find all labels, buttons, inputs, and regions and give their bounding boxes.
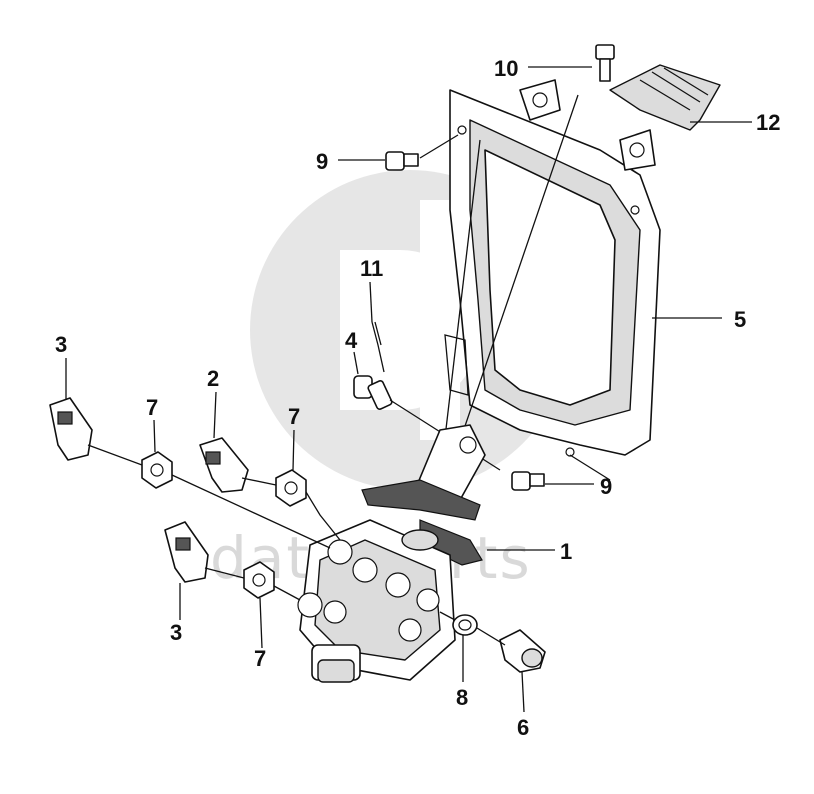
callout-7-c: 7 — [254, 646, 266, 671]
callout-4: 4 — [345, 328, 358, 353]
part-1-valve — [297, 479, 483, 683]
part-2-elbow — [199, 437, 249, 493]
callout-7-b: 7 — [288, 404, 300, 429]
callout-12: 12 — [756, 110, 780, 135]
part-3-elbow-lower — [164, 521, 209, 583]
callout-5: 5 — [734, 307, 746, 332]
part-9-bolt-lower — [511, 471, 545, 491]
callout-3-lower: 3 — [170, 620, 182, 645]
part-9-bolt-upper — [385, 151, 419, 171]
part-7-nut-b — [275, 469, 307, 507]
callout-3-upper: 3 — [55, 332, 67, 357]
callout-7-a: 7 — [146, 395, 158, 420]
part-10-bolt — [595, 44, 615, 82]
callout-6: 6 — [517, 715, 529, 740]
part-4-clevis-pin — [353, 375, 393, 410]
callout-11: 11 — [360, 256, 383, 281]
part-6-connector — [499, 629, 546, 673]
part-5-bracket — [444, 79, 661, 457]
part-12-plate — [609, 64, 721, 131]
part-7-nut-c — [243, 561, 275, 599]
part-7-nut-a — [141, 451, 173, 489]
connection-lines — [87, 444, 506, 646]
callout-10: 10 — [494, 56, 518, 81]
callout-8: 8 — [456, 685, 468, 710]
part-3-elbow-upper — [49, 397, 93, 461]
callout-1: 1 — [560, 539, 572, 564]
callout-9-lower: 9 — [600, 474, 612, 499]
callout-9-upper: 9 — [316, 149, 328, 174]
callout-labels: 10 12 9 5 11 4 3 2 7 7 9 1 3 7 8 6 — [55, 56, 780, 740]
part-11-pin — [371, 321, 385, 373]
callout-2: 2 — [207, 366, 219, 391]
leader-lines — [65, 66, 752, 713]
part-8-washer — [452, 614, 478, 636]
